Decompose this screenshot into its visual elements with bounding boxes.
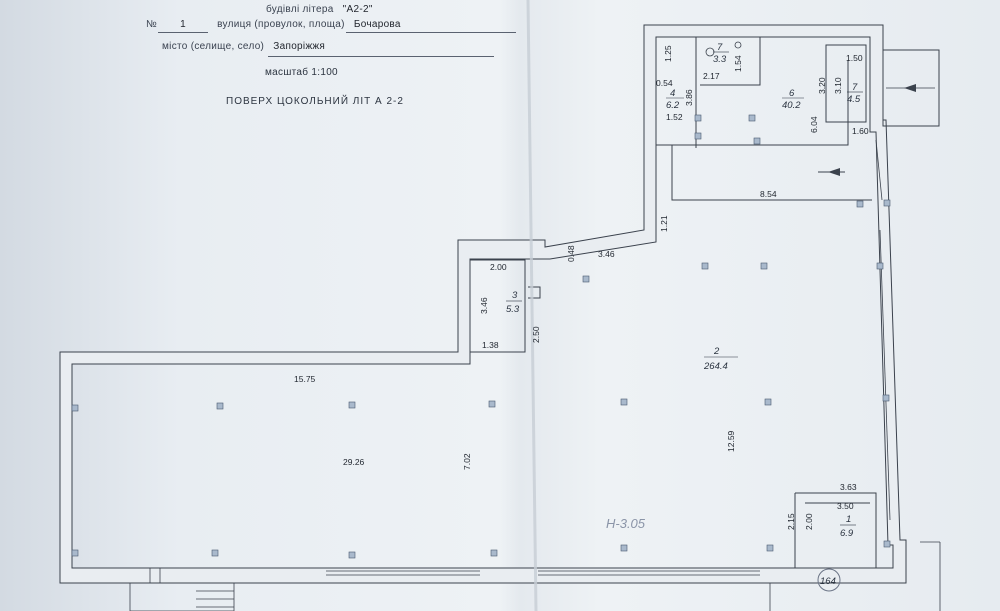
height-mark: Н-3.05 [606,516,646,531]
room-1-number: 1 [846,514,851,525]
room-6-number: 6 [789,88,795,99]
room-7b-area: 4.5 [847,94,861,105]
entry-arrow-icon [904,84,916,92]
address-line: № 1 вулиця (провулок, площа) Бочарова [146,19,407,30]
dimension-labels: 1.25 2.17 1.54 0.54 3.86 1.52 6.04 1.50 … [294,45,869,530]
number-value: 1 [180,19,186,30]
dim-3-50: 3.50 [837,501,854,511]
column-12 [620,544,628,552]
room-2-area: 264.4 [703,361,728,372]
number-underline [158,32,208,33]
column-6 [764,398,772,406]
column-19 [856,200,864,208]
room-6-area: 40.2 [782,100,801,111]
room-7a-area: 3.3 [713,54,727,65]
dim-0-54: 0.54 [656,78,673,88]
dim-1-21: 1.21 [659,215,669,232]
dim-3-10: 3.10 [833,77,843,94]
dim-3-63: 3.63 [840,482,857,492]
floor-title: ПОВЕРХ ЦОКОЛЬНИЙ ЛІТ А 2-2 [226,96,404,107]
column-14 [883,540,891,548]
dim-6-04: 6.04 [809,116,819,133]
column-21 [694,114,702,122]
street-label: вулиця (провулок, площа) [217,19,345,30]
column-18 [876,262,884,270]
column-24 [883,199,891,207]
column-15 [582,275,590,283]
stairs [129,541,941,611]
city-label: місто (селище, село) [162,41,265,52]
dim-2-00-closet: 2.00 [490,262,507,272]
room-7b-number: 7 [852,82,858,93]
column-4 [488,400,496,408]
dim-1-54: 1.54 [733,55,743,72]
city-value: Запоріжжя [273,41,326,52]
column-7 [882,394,890,402]
dim-2-17: 2.17 [703,71,720,81]
dim-1-38: 1.38 [482,340,499,350]
street-value: Бочарова [353,19,401,30]
dim-0-48: 0.48 [566,245,576,262]
dim-2-50: 2.50 [531,326,541,343]
dim-1-60: 1.60 [852,126,869,136]
column-1 [71,404,79,412]
building-letter-label: будівлі літера [266,4,334,15]
room-2-number: 2 [713,346,720,357]
column-20 [748,114,756,122]
column-10 [348,551,356,559]
dim-3-20: 3.20 [817,77,827,94]
column-23 [753,137,761,145]
scale-label: масштаб 1:100 [265,67,338,78]
column-16 [701,262,709,270]
dim-2-00-room1: 2.00 [804,513,814,530]
city-line: місто (селище, село) Запоріжжя [162,41,331,52]
column-2 [216,402,224,410]
room-3-number: 3 [512,290,518,301]
column-3 [348,401,356,409]
dim-29-26: 29.26 [343,457,365,467]
dim-12-59: 12.59 [726,430,736,452]
annex-box [882,49,940,127]
dim-8-54: 8.54 [760,189,777,199]
partitions [470,37,877,568]
dim-7-02: 7.02 [462,453,472,470]
street-underline [346,32,516,33]
circled-mark [817,568,841,592]
building-letter-line: будівлі літера "А2-2" [266,4,379,15]
column-5 [620,398,628,406]
dim-1-25: 1.25 [663,45,673,62]
room-4-area: 6.2 [666,100,680,111]
dim-3-46-top: 3.46 [598,249,615,259]
dim-1-50: 1.50 [846,53,863,63]
outer-wall [59,24,907,584]
room-7a-number: 7 [717,42,723,53]
dim-2-15: 2.15 [786,513,796,530]
room-3-area: 5.3 [506,304,520,315]
room-1-area: 6.9 [840,528,854,539]
room-labels: 4 6.2 7 3.3 6 40.2 7 4.5 3 5.3 2 264.4 1… [506,42,863,539]
dim-15-75: 15.75 [294,374,316,384]
paper-fold [526,0,538,611]
building-letter-value: "А2-2" [342,4,373,15]
columns [71,114,891,559]
column-13 [766,544,774,552]
circled-number: 164 [820,576,836,587]
dim-3-46-closet: 3.46 [479,297,489,314]
dim-1-52: 1.52 [666,112,683,122]
sink-icon [734,41,742,49]
dim-3-86: 3.86 [684,89,694,106]
corridor-arrow-icon [828,168,840,176]
bottom-windows [149,139,891,583]
column-11 [490,549,498,557]
column-22 [694,132,702,140]
column-9 [211,549,219,557]
column-8 [71,549,79,557]
column-17 [760,262,768,270]
number-label: № [146,19,158,30]
city-underline [268,56,494,57]
room-4-number: 4 [670,88,675,99]
